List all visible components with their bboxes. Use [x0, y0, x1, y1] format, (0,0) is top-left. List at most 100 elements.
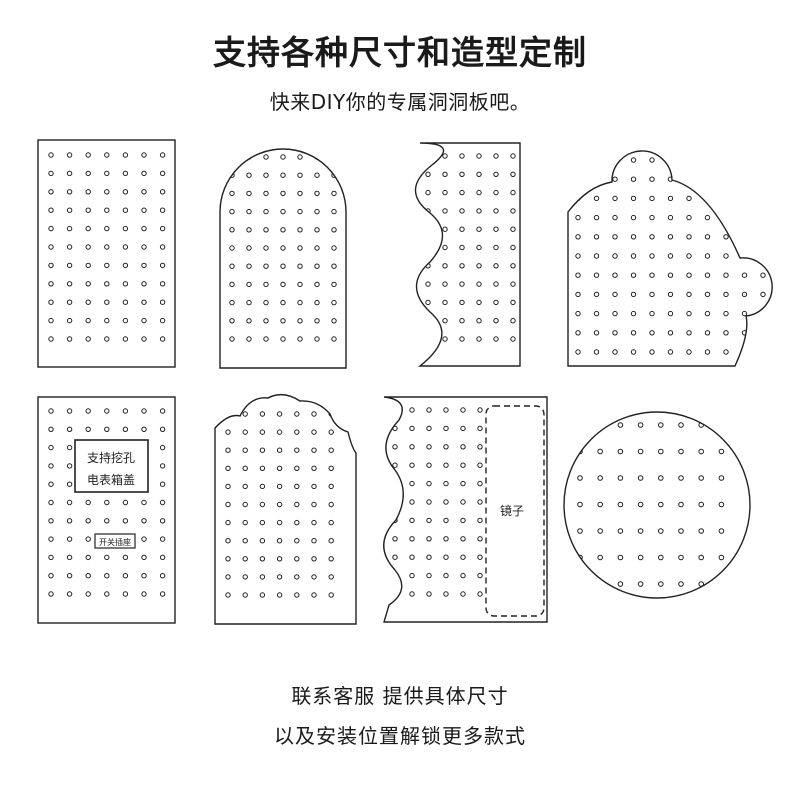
- peg-hole: [66, 225, 73, 232]
- board-outline-circle: [563, 411, 751, 599]
- peg-hole: [229, 208, 235, 215]
- peg-hole: [159, 281, 166, 287]
- peg-hole: [104, 189, 110, 195]
- peg-hole: [477, 554, 483, 560]
- peg-hole: [409, 572, 415, 579]
- peg-hole: [426, 499, 432, 505]
- peg-hole: [698, 501, 705, 508]
- peg-hole: [159, 170, 166, 177]
- peg-hole: [723, 253, 729, 259]
- peg-hole: [294, 519, 300, 526]
- page-subtitle: 快来DIY你的专属洞洞板吧。: [269, 90, 531, 114]
- peg-hole: [328, 447, 334, 453]
- board-circle: [563, 411, 751, 599]
- peg-hole: [225, 556, 231, 562]
- peg-hole: [459, 318, 465, 324]
- peg-hole: [686, 157, 692, 163]
- peg-hole: [493, 171, 499, 178]
- peg-hole: [242, 574, 248, 580]
- peg-hole: [630, 234, 637, 240]
- peg-hole: [122, 207, 129, 213]
- peg-hole: [723, 214, 729, 221]
- peg-hole: [392, 554, 398, 560]
- peg-hole: [141, 281, 147, 287]
- peg-hole: [294, 501, 300, 508]
- peg-hole: [718, 581, 725, 587]
- peg-hole: [48, 554, 54, 561]
- peg-hole: [159, 152, 166, 158]
- peg-hole: [617, 554, 624, 561]
- peg-hole: [575, 234, 581, 240]
- peg-hole: [276, 483, 283, 490]
- peg-hole: [409, 480, 415, 487]
- peg-hole: [141, 426, 147, 432]
- peg-hole: [66, 317, 73, 324]
- peg-hole: [718, 475, 725, 481]
- peg-hole: [263, 245, 269, 251]
- peg-hole: [442, 299, 448, 306]
- peg-hole: [159, 554, 166, 561]
- peg-hole: [760, 234, 766, 240]
- peg-hole: [443, 591, 449, 597]
- peg-hole: [85, 336, 91, 342]
- peg-hole: [460, 536, 466, 542]
- peg-hole: [658, 475, 664, 481]
- peg-hole: [104, 336, 110, 342]
- peg-hole: [392, 536, 398, 542]
- peg-hole: [48, 408, 54, 414]
- peg-hole: [723, 195, 729, 202]
- peg-hole: [159, 408, 166, 414]
- peg-hole: [141, 317, 147, 324]
- peg-hole: [704, 291, 711, 298]
- peg-hole: [311, 465, 317, 471]
- peg-hole: [459, 336, 465, 342]
- holes-cutout: [48, 408, 166, 597]
- peg-hole: [510, 244, 516, 251]
- peg-hole: [229, 263, 235, 269]
- peg-hole: [280, 336, 286, 342]
- peg-hole: [426, 591, 432, 597]
- peg-hole: [141, 536, 147, 542]
- peg-hole: [141, 591, 147, 597]
- peg-hole: [66, 207, 73, 213]
- peg-hole: [259, 574, 266, 580]
- peg-hole: [297, 318, 303, 324]
- peg-hole: [493, 208, 499, 214]
- peg-hole: [678, 528, 684, 534]
- peg-hole: [425, 281, 431, 287]
- peg-hole: [263, 299, 269, 306]
- peg-hole: [510, 299, 516, 306]
- peg-hole: [460, 499, 466, 505]
- peg-hole: [760, 195, 766, 202]
- peg-hole: [476, 281, 482, 287]
- peg-hole: [122, 189, 129, 195]
- peg-hole: [276, 465, 283, 471]
- peg-hole: [66, 518, 73, 524]
- peg-hole: [459, 171, 465, 178]
- peg-hole: [459, 226, 465, 232]
- peg-hole: [476, 318, 482, 324]
- peg-hole: [159, 499, 166, 506]
- peg-hole: [617, 422, 624, 428]
- peg-hole: [460, 462, 466, 468]
- peg-hole: [328, 574, 334, 580]
- peg-hole: [85, 554, 91, 561]
- peg-hole: [328, 519, 334, 526]
- peg-hole: [723, 291, 729, 298]
- peg-hole: [476, 189, 482, 196]
- peg-hole: [66, 262, 73, 269]
- peg-hole: [593, 157, 600, 163]
- peg-hole: [259, 429, 266, 435]
- peg-hole: [259, 411, 266, 417]
- peg-hole: [85, 317, 91, 324]
- peg-hole: [159, 518, 166, 524]
- peg-hole: [141, 152, 147, 158]
- peg-hole: [225, 411, 231, 417]
- peg-hole: [704, 214, 711, 221]
- peg-hole: [460, 572, 466, 579]
- peg-hole: [276, 592, 283, 598]
- peg-hole: [510, 189, 516, 196]
- peg-hole: [104, 225, 110, 232]
- board-outline-cutout: [37, 396, 176, 624]
- peg-hole: [649, 310, 655, 317]
